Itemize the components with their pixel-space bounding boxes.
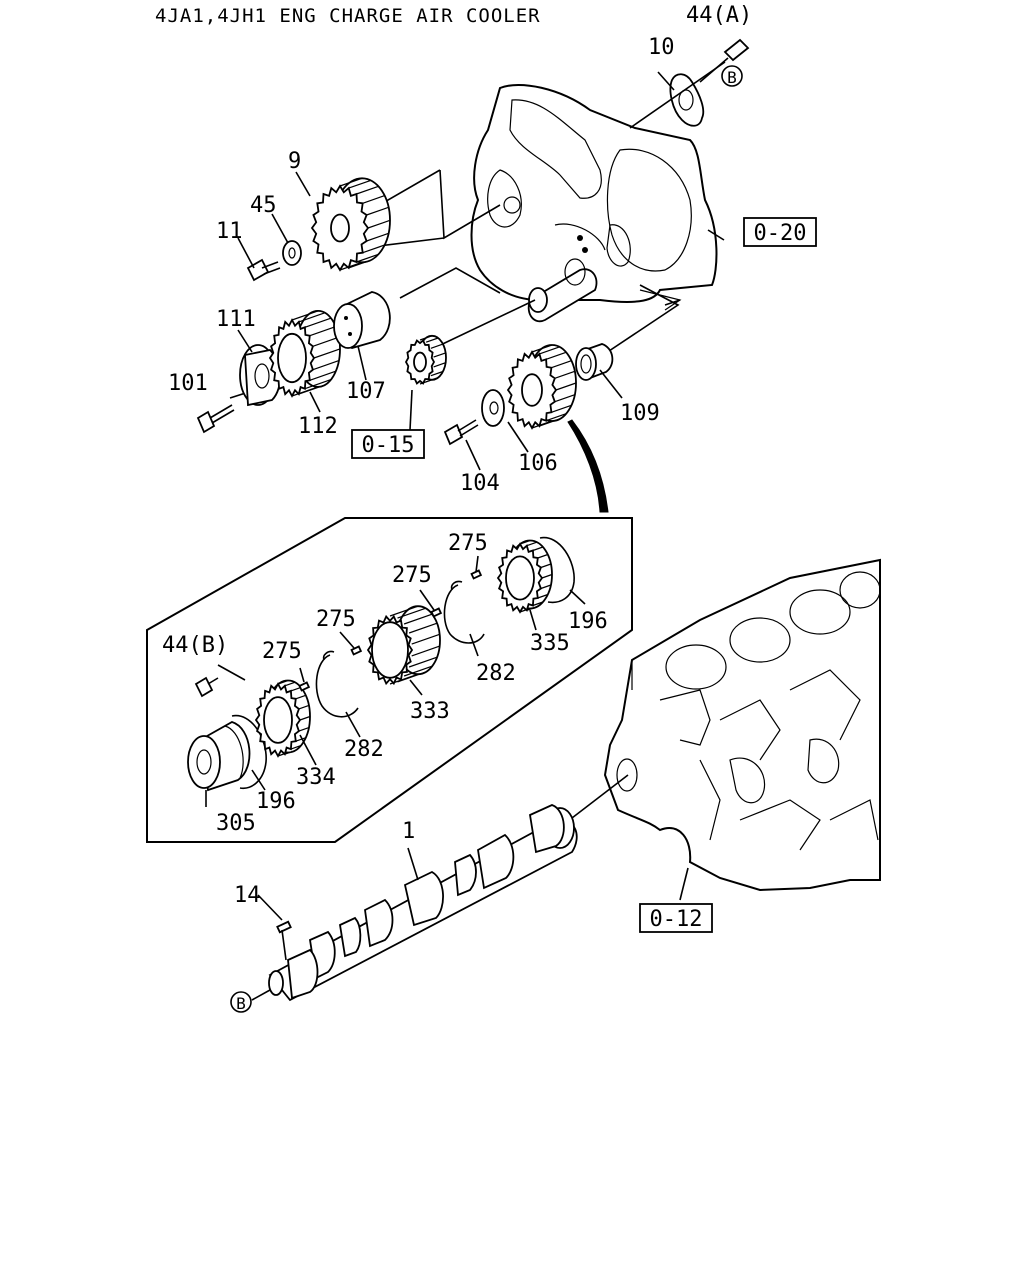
label-1: 1 [402, 819, 415, 844]
label-282-left: 282 [344, 737, 384, 762]
pin-275-b [298, 681, 311, 692]
pin-275-c [350, 645, 363, 656]
thrust-washer-106 [481, 389, 505, 427]
label-45: 45 [250, 193, 277, 218]
bolt-104 [443, 419, 479, 446]
leader-camshaft-block [571, 774, 629, 819]
snap-ring-196-left [231, 715, 267, 789]
camshaft-1 [268, 804, 578, 1002]
gasket-10 [669, 73, 705, 127]
label-111: 111 [216, 307, 256, 332]
leader-1 [407, 847, 419, 881]
label-14: 14 [234, 883, 261, 908]
label-112: 112 [298, 414, 338, 439]
gear-9 [310, 177, 391, 272]
label-11: 11 [216, 219, 243, 244]
leader-b-bottom [251, 989, 271, 1001]
label-104: 104 [460, 471, 500, 496]
ref-box-0-12[interactable]: 0-12 [639, 903, 713, 933]
bushing-107 [333, 291, 391, 349]
gear-334 [254, 679, 311, 758]
gear-333 [366, 605, 441, 686]
detail-pointer-arrow [567, 419, 609, 513]
idler-shaft [527, 258, 598, 323]
diagram-title: 4JA1,4JH1 ENG CHARGE AIR COOLER [155, 5, 541, 27]
svg-text:0-20: 0-20 [754, 221, 807, 246]
snap-ring-196-right [539, 536, 575, 604]
label-282-right: 282 [476, 661, 516, 686]
label-333: 333 [410, 699, 450, 724]
label-334: 334 [296, 765, 336, 790]
gear-335 [496, 539, 553, 614]
cam-gear-hub-305 [187, 721, 251, 792]
label-196-right: 196 [568, 609, 608, 634]
leader-0-12 [679, 867, 689, 901]
leader-lines-top [229, 61, 726, 399]
label-109: 109 [620, 401, 660, 426]
washer-45 [282, 240, 302, 266]
idler-gear [506, 344, 577, 430]
label-107: 107 [346, 379, 386, 404]
label-275-c: 275 [316, 607, 356, 632]
upper-leader-lines [237, 71, 725, 471]
bushing-109 [575, 343, 614, 381]
bolt-44b [194, 664, 246, 698]
label-9: 9 [288, 149, 301, 174]
label-106: 106 [518, 451, 558, 476]
label-44a: 44(A) [686, 3, 752, 28]
gear-case-housing [470, 84, 718, 311]
label-196-left: 196 [256, 789, 296, 814]
ref-box-0-15[interactable]: 0-15 [351, 429, 425, 459]
detail-panel-frame [146, 517, 633, 843]
marker-b-top: B [721, 65, 743, 87]
svg-text:B: B [727, 68, 737, 87]
ring-282-left [315, 650, 359, 718]
label-305: 305 [216, 811, 256, 836]
label-101: 101 [168, 371, 208, 396]
leader-14 [257, 894, 283, 921]
cylinder-block [603, 558, 881, 892]
svg-text:0-15: 0-15 [362, 433, 415, 458]
label-10: 10 [648, 35, 675, 60]
pin-275-a [470, 569, 483, 580]
label-275-b: 275 [392, 563, 432, 588]
plate-111 [239, 344, 281, 407]
ref-box-0-20[interactable]: 0-20 [743, 217, 817, 247]
bolt-101 [196, 404, 235, 434]
marker-b-bottom: B [230, 991, 252, 1013]
ring-282-right [443, 580, 485, 644]
detail-leader-lines [205, 555, 586, 807]
bolt-11 [246, 258, 281, 282]
label-44b: 44(B) [162, 633, 228, 658]
label-335: 335 [530, 631, 570, 656]
pin-275-d [430, 607, 443, 618]
svg-text:0-12: 0-12 [650, 907, 703, 932]
label-275-a: 275 [448, 531, 488, 556]
gear-112 [268, 309, 341, 398]
label-275-d: 275 [262, 639, 302, 664]
small-gear-0-15 [404, 334, 447, 385]
svg-text:B: B [236, 994, 246, 1013]
